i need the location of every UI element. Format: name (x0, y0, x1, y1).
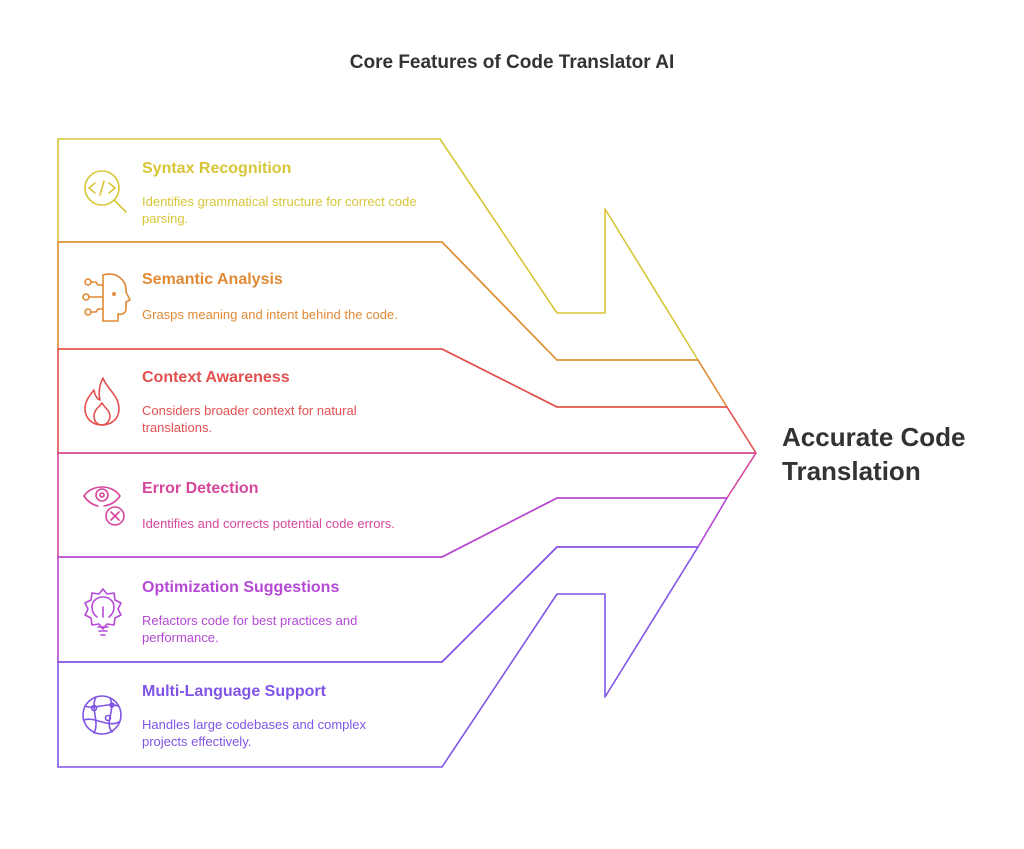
feature-desc-error-detection: Identifies and corrects potential code e… (142, 516, 395, 531)
feature-desc-semantic-analysis: Grasps meaning and intent behind the cod… (142, 307, 398, 322)
result-line-1: Accurate Code (782, 422, 966, 452)
feature-title-optimization-suggestions: Optimization Suggestions (142, 579, 340, 596)
eye-error-icon (83, 486, 125, 526)
feature-title-semantic-analysis: Semantic Analysis (142, 271, 283, 288)
feature-title-error-detection: Error Detection (142, 480, 259, 497)
band-error-detection (57, 452, 757, 558)
feature-desc-syntax-recognition: Identifies grammatical structure for cor… (142, 194, 417, 226)
brain-circuit-head-icon (82, 273, 131, 322)
result-line-2: Translation (782, 456, 921, 486)
globe-network-icon (82, 695, 122, 735)
feature-desc-context-awareness: Considers broader context for natural tr… (142, 403, 357, 435)
band-context-awareness (57, 348, 757, 454)
flame-icon (84, 377, 120, 426)
result-label: Accurate Code Translation (782, 420, 966, 488)
feature-desc-multi-language-support: Handles large codebases and complex proj… (142, 717, 367, 749)
feature-title-multi-language-support: Multi-Language Support (142, 683, 326, 700)
feature-title-context-awareness: Context Awareness (142, 369, 290, 386)
lightbulb-gear-icon (84, 588, 122, 636)
band-multi-language-support (57, 546, 699, 768)
feature-title-syntax-recognition: Syntax Recognition (142, 160, 292, 177)
feature-desc-optimization-suggestions: Refactors code for best practices and pe… (142, 613, 358, 645)
code-search-icon (84, 170, 127, 213)
diagram-title: Core Features of Code Translator AI (349, 52, 675, 73)
